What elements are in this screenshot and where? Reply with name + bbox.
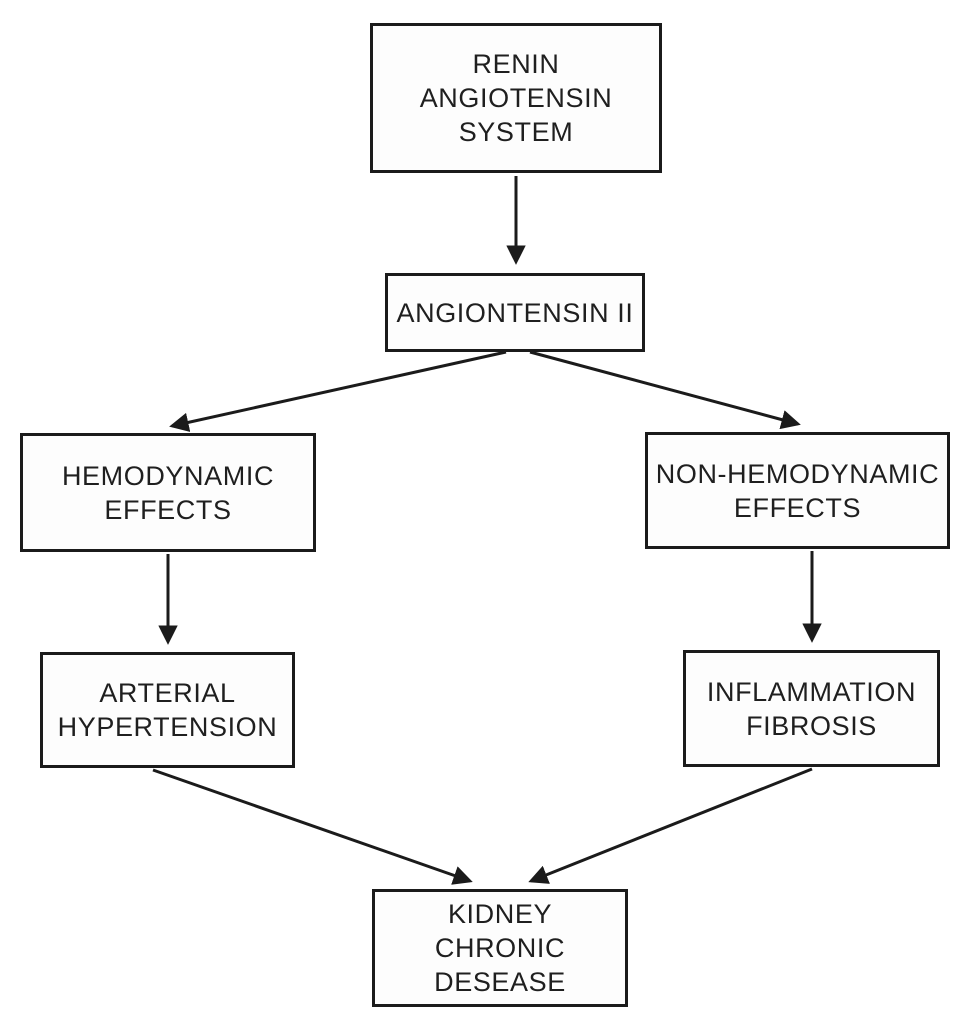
node-renin-angiotensin-system: RENIN ANGIOTENSIN SYSTEM <box>370 23 662 173</box>
node-label-line: HEMODYNAMIC <box>61 460 275 491</box>
node-label-line: ANGIONTENSIN II <box>396 297 634 328</box>
arrow-inflammation-to-kidney <box>528 767 813 884</box>
arrow-arterial-hypertension-to-kidney <box>152 768 473 885</box>
node-label-line: ARTERIAL <box>99 678 236 708</box>
node-arterial-hypertension: ARTERIAL HYPERTENSION <box>40 652 295 768</box>
node-label-line: SYSTEM <box>458 117 574 147</box>
node-label-line: HYPERTENSION <box>57 712 278 742</box>
node-kidney-chronic-disease: KIDNEY CHRONIC DESEASE <box>372 889 628 1007</box>
node-hemodynamic-effects: HEMODYNAMIC EFFECTS <box>20 433 316 552</box>
node-inflammation-fibrosis: INFLAMMATION FIBROSIS <box>683 650 940 767</box>
node-label-line: EFFECTS <box>733 492 862 523</box>
arrow-angiotensin-ii-to-hemodynamic <box>169 350 507 432</box>
node-label-line: DESEASE <box>434 967 566 997</box>
node-label-line: KIDNEY <box>447 899 553 929</box>
node-non-hemodynamic-effects: NON-HEMODYNAMIC EFFECTS <box>645 432 950 549</box>
node-angiotensin-ii: ANGIONTENSIN II <box>385 273 645 352</box>
node-label-line: FIBROSIS <box>746 710 877 741</box>
arrow-angiotensin-ii-to-non-hemodynamic <box>529 350 801 430</box>
node-label-line: CHRONIC <box>434 933 566 963</box>
node-label-line: EFFECTS <box>104 494 232 525</box>
node-label-line: INFLAMMATION <box>706 676 917 707</box>
node-label-line: ANGIOTENSIN <box>419 83 613 113</box>
node-label-line: NON-HEMODYNAMIC <box>655 458 940 489</box>
node-label-line: RENIN <box>472 49 560 79</box>
